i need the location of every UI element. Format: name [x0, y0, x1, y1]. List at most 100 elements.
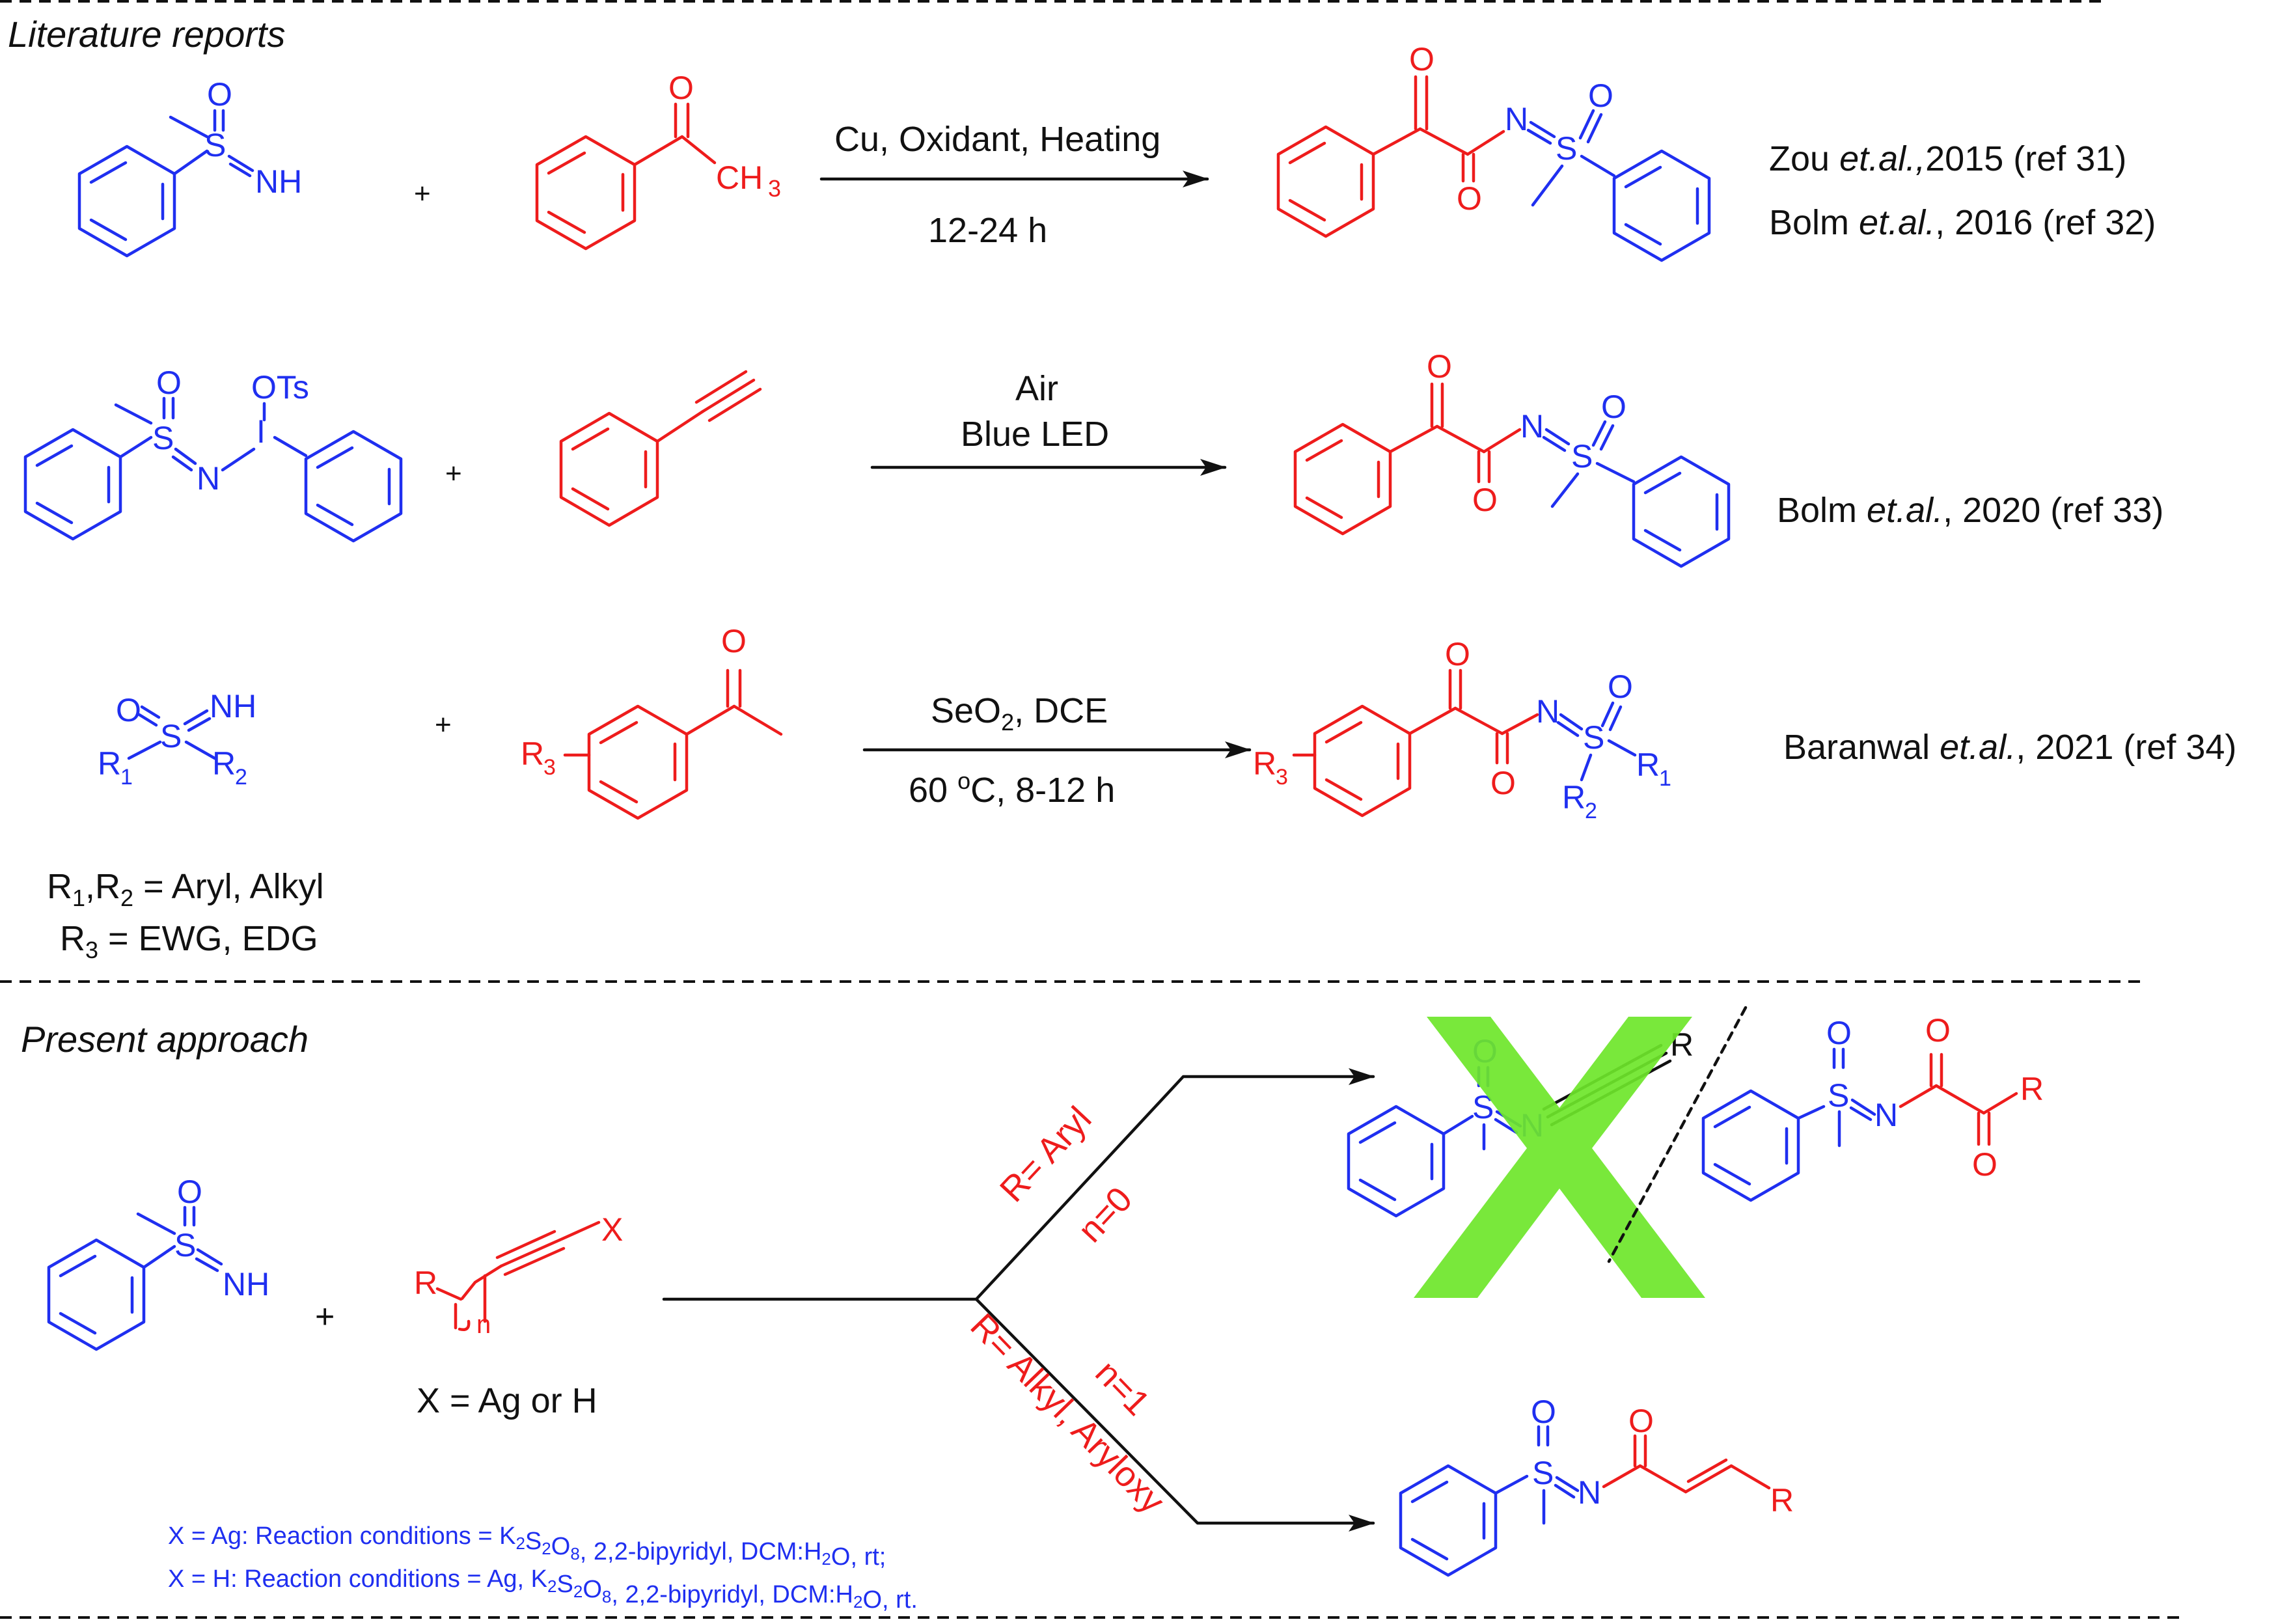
rxn3-conditions-bottom: 60 oC, 8-12 h: [909, 767, 1115, 810]
ketoamide-alternative: O S N O O R: [1701, 1012, 2044, 1202]
lower-branch-label-r: R= Alkyl, Aryloxy: [963, 1306, 1172, 1521]
atom-s: S: [152, 420, 174, 456]
rxn2-conditions-bottom: Blue LED: [961, 415, 1109, 454]
plus-sign-3: +: [435, 709, 452, 741]
rxn2-reference: Bolm et.al., 2020 (ref 33): [1777, 491, 2163, 530]
atom-s: S: [1828, 1077, 1849, 1114]
atom-n: N: [1505, 101, 1528, 137]
atom-nh: NH: [223, 1266, 269, 1302]
atom-o: O: [1972, 1146, 1997, 1183]
r1-subscript: 1: [1659, 766, 1671, 791]
plus-sign-1: +: [414, 178, 431, 210]
atom-s: S: [1532, 1455, 1554, 1491]
atom-s: S: [1571, 438, 1593, 475]
r2-subscript: 2: [1585, 799, 1597, 823]
atom-o: O: [177, 1174, 202, 1210]
literature-reports-heading: Literature reports: [8, 14, 285, 55]
present-approach-heading: Present approach: [21, 1019, 309, 1060]
atom-s: S: [1583, 719, 1604, 756]
atom-o: O: [1925, 1012, 1951, 1049]
rxn1-conditions-bottom: 12-24 h: [928, 211, 1047, 250]
atom-n: N: [1520, 408, 1544, 445]
atom-n: N: [197, 460, 220, 497]
reaction-3: O S NH R 1 R 2 + O R 3: [98, 623, 2236, 823]
r3-subscript: 3: [1276, 765, 1288, 790]
atom-n: N: [1874, 1097, 1898, 1133]
alkyne-reagent: R n X: [414, 1211, 623, 1339]
r-label: R: [2020, 1071, 2044, 1107]
reaction-1: O S NH + O CH 3 Cu, Oxidant, Heating 12-…: [77, 41, 2156, 262]
r3-subscript: 3: [543, 755, 556, 780]
rxn1-reference-b: Bolm et.al., 2016 (ref 32): [1769, 203, 2156, 242]
atom-o: O: [1588, 77, 1613, 114]
green-cross-mark: [1414, 1017, 1705, 1298]
r3-label: R: [521, 736, 544, 772]
r3-label: R: [1253, 745, 1276, 782]
ketoamide-product-3: R 3 O O N S O R 2 R 1: [1253, 636, 1671, 823]
conditions-footnote-h: X = H: Reaction conditions = Ag, K2S2O8,…: [168, 1565, 918, 1614]
atom-o: O: [721, 623, 747, 659]
sulfoximine-reagent-1: O S NH: [77, 76, 302, 258]
phenylacetylene: [559, 370, 762, 527]
rxn2-conditions-top: Air: [1015, 369, 1058, 408]
definition-r3: R3 = EWG, EDG: [60, 919, 318, 963]
r2-label: R: [212, 745, 236, 782]
atom-s: S: [1556, 130, 1577, 167]
iminoiodinane-reagent: O S N I OTs: [23, 365, 403, 543]
atom-n: N: [1536, 693, 1559, 730]
atom-o: O: [1608, 668, 1633, 705]
atom-s: S: [204, 127, 226, 163]
atom-o: O: [207, 76, 232, 113]
acrylamide-product: O S N O R: [1399, 1394, 1794, 1577]
rxn3-reference: Baranwal et.al., 2021 (ref 34): [1783, 728, 2236, 767]
methyl-label: CH: [716, 159, 763, 196]
atom-o: O: [1628, 1403, 1654, 1439]
rxn1-reference-a: Zou et.al.,2015 (ref 31): [1769, 139, 2126, 178]
upper-branch-label-n: n=0: [1071, 1179, 1140, 1250]
rxn1-conditions-top: Cu, Oxidant, Heating: [834, 120, 1160, 159]
atom-n: N: [1578, 1474, 1601, 1511]
r1-label: R: [1636, 747, 1660, 783]
atom-o: O: [116, 692, 141, 728]
definition-r1-r2: R1,R2 = Aryl, Alkyl: [47, 867, 324, 911]
r-label: R: [414, 1265, 437, 1301]
atom-s: S: [174, 1227, 196, 1263]
r1-subscript: 1: [120, 765, 133, 790]
atom-o: O: [1472, 482, 1498, 518]
atom-o: O: [1531, 1394, 1556, 1430]
present-approach: O S NH + R n X X = Ag or H R= Aryl n=0 R…: [47, 1006, 2044, 1614]
atom-o: O: [156, 365, 182, 401]
ketoamide-product-2: O O N S O: [1293, 348, 1731, 568]
atom-o: O: [1490, 765, 1516, 801]
lower-branch-label-n: n=1: [1088, 1353, 1157, 1424]
x-label: X: [601, 1211, 623, 1248]
atom-o: O: [1457, 180, 1482, 217]
r-label: R: [1770, 1482, 1794, 1519]
atom-o: O: [1826, 1015, 1852, 1051]
n-subscript: n: [476, 1310, 491, 1339]
plus-sign-2: +: [445, 458, 462, 489]
ketoamide-product-1: O O N S O: [1276, 41, 1711, 262]
reaction-2: O S N I OTs + Air Blue: [23, 348, 2163, 568]
r1-label: R: [98, 745, 121, 782]
atom-nh: NH: [255, 163, 302, 200]
plus-sign-4: +: [315, 1298, 335, 1336]
atom-o: O: [668, 70, 694, 106]
atom-o: O: [1601, 389, 1626, 425]
atom-i: I: [256, 413, 266, 450]
acetophenone-1: O CH 3: [535, 70, 781, 251]
methyl-subscript: 3: [768, 175, 781, 202]
x-definition: X = Ag or H: [417, 1381, 597, 1420]
rxn3-conditions-top: SeO2, DCE: [931, 691, 1108, 736]
r2-label: R: [1562, 779, 1585, 816]
upper-branch-label-r: R= Aryl: [993, 1099, 1099, 1209]
lower-branch-arrow: [974, 1297, 1375, 1532]
r2-subscript: 2: [235, 765, 247, 790]
atom-o: O: [1409, 41, 1434, 77]
atom-s: S: [160, 718, 182, 754]
upper-branch-arrow: [974, 1068, 1375, 1301]
sulfonimidamide-reagent: O S NH R 1 R 2: [98, 688, 256, 790]
atom-o: O: [1445, 636, 1470, 672]
conditions-footnote-ag: X = Ag: Reaction conditions = K2S2O8, 2,…: [168, 1522, 886, 1571]
